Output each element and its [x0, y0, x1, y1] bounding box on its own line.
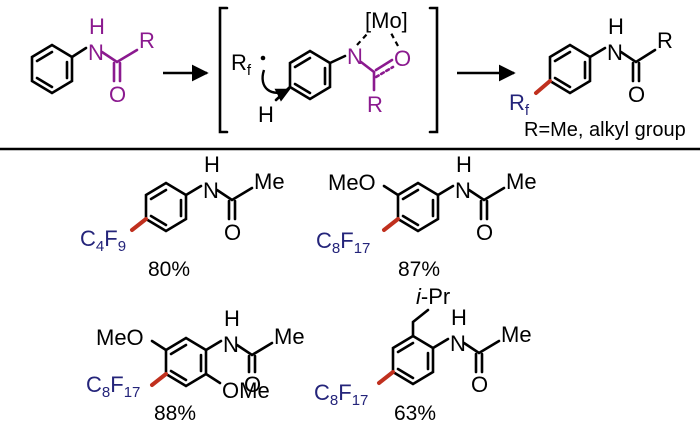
- ex3-yield: 88%: [154, 402, 196, 425]
- intermediate-cn-bond: [328, 54, 347, 65]
- reactant-r-group: R: [139, 28, 155, 53]
- ex3-top-ome-bond: [150, 339, 168, 352]
- ex4-rf-label: C8F17: [314, 380, 368, 409]
- ex2-o-atom: O: [476, 220, 493, 245]
- left-bracket: [218, 6, 229, 134]
- example-c8f17-isopropyl-acetanilide: i-Pr C8F17 N H Me O 63%: [314, 284, 532, 425]
- mo-o-coordination: [390, 32, 399, 47]
- ex4-ipr-bond: [411, 308, 430, 338]
- ex4-amide-bonds: [462, 339, 501, 355]
- product-o-atom: O: [628, 82, 645, 107]
- intermediate-r-group: R: [367, 92, 383, 117]
- ex2-yield: 87%: [398, 258, 440, 281]
- product-n-atom: N: [607, 40, 623, 65]
- ex3-bottom-ome-bond: [204, 372, 222, 385]
- ex4-carbonyl-bond: [474, 352, 484, 374]
- intermediate-bracket: [218, 6, 439, 134]
- molybdenum-label: [Mo]: [365, 8, 408, 33]
- ex2-amide-bonds: [467, 186, 506, 202]
- reactant-structure: N H R O: [30, 14, 155, 107]
- intermediate-ch-bond: [274, 85, 292, 102]
- intermediate-structure: Rf H N O R [Mo]: [231, 8, 411, 127]
- intermediate-h-atom: H: [258, 102, 274, 127]
- ex2-meo-group: MeO: [328, 170, 376, 195]
- product-h-atom: H: [608, 14, 624, 39]
- ex3-meo-group: MeO: [96, 325, 144, 350]
- right-bracket: [428, 6, 439, 134]
- ex3-carbonyl-bond: [247, 354, 257, 374]
- mo-n-coordination: [356, 32, 369, 46]
- ex3-ome-group: OMe: [222, 378, 270, 403]
- ex1-rf-bond: [130, 217, 148, 232]
- ex4-h-atom: H: [451, 305, 467, 330]
- radical-dot: [260, 55, 266, 61]
- ex2-n-atom: N: [455, 178, 471, 203]
- product-rf-label: Rf: [509, 90, 530, 119]
- reactant-cn-bond: [70, 46, 88, 59]
- ex3-o-atom: O: [244, 372, 261, 397]
- ex4-cn-bond: [431, 337, 450, 350]
- reactant-amide-bonds: [100, 48, 139, 64]
- product-cn-bond: [588, 46, 607, 59]
- ex3-h-atom: H: [224, 306, 240, 331]
- product-amide-bonds: [619, 48, 657, 64]
- ex1-me-group: Me: [254, 169, 285, 194]
- ex3-amide-bonds: [235, 341, 274, 357]
- ex2-rf-bond: [382, 217, 400, 232]
- ex2-me-group: Me: [506, 169, 537, 194]
- ex1-carbonyl-bond: [227, 199, 237, 221]
- ex2-ome-bond: [382, 184, 400, 197]
- ex1-amide-bonds: [215, 186, 254, 202]
- intermediate-partial-co-bond: [374, 65, 395, 79]
- ex3-me-group: Me: [274, 324, 305, 349]
- example-c8f17-methoxy-acetanilide: MeO C8F17 N H Me O 87%: [316, 152, 537, 281]
- ex4-yield: 63%: [394, 402, 436, 425]
- ex1-h-atom: H: [204, 152, 220, 177]
- ex3-rf-bond: [150, 372, 168, 387]
- reactant-o-atom: O: [109, 82, 126, 107]
- intermediate-n-atom: N: [347, 44, 363, 69]
- ex2-cn-bond: [436, 184, 455, 197]
- ex3-cn-bond: [204, 339, 223, 352]
- reactant-h-atom: H: [89, 14, 105, 39]
- product-carbonyl-bond: [631, 61, 641, 83]
- ex1-yield: 80%: [148, 258, 190, 281]
- intermediate-o-atom: O: [394, 46, 411, 71]
- product-r-group: R: [657, 28, 673, 53]
- intermediate-co-bond: [374, 58, 394, 72]
- ex2-rf-label: C8F17: [316, 228, 370, 257]
- ex2-carbonyl-bond: [479, 199, 489, 221]
- ex1-rf-label: C4F9: [80, 226, 126, 255]
- curved-arrow: [261, 69, 291, 102]
- ex2-benzene-ring: [396, 181, 440, 233]
- reactant-benzene-ring: [30, 43, 74, 95]
- example-c8f17-dimethoxy-acetanilide: MeO OMe C8F17 N H Me O 88%: [86, 306, 305, 425]
- r-group-note: R=Me, alkyl group: [524, 119, 686, 141]
- intermediate-benzene-ring: [288, 49, 332, 101]
- ex3-rf-label: C8F17: [86, 372, 140, 401]
- ex1-n-atom: N: [203, 178, 219, 203]
- ex4-benzene-ring: [391, 334, 435, 386]
- ex1-o-atom: O: [224, 220, 241, 245]
- product-structure: Rf N H R O: [509, 14, 673, 119]
- reactant-carbonyl-bond: [112, 61, 122, 83]
- ex4-n-atom: N: [450, 331, 466, 356]
- ex3-n-atom: N: [223, 332, 239, 357]
- product-rf-bond: [534, 79, 552, 95]
- product-benzene-ring: [548, 43, 592, 95]
- reactant-n-atom: N: [88, 40, 104, 65]
- ex4-rf-bond: [377, 370, 395, 385]
- ex2-h-atom: H: [456, 152, 472, 177]
- intermediate-nc-bond: [359, 60, 376, 74]
- ex1-benzene-ring: [144, 181, 188, 233]
- ex4-ipr-label: i-Pr: [416, 284, 450, 309]
- ex4-me-group: Me: [501, 322, 532, 347]
- ex4-o-atom: O: [471, 372, 488, 397]
- ex1-cn-bond: [184, 184, 203, 197]
- ex3-benzene-ring: [164, 336, 208, 388]
- radical-rf-label: Rf: [231, 50, 252, 79]
- example-c4f9-acetanilide: C4F9 N H Me O 80%: [80, 152, 285, 281]
